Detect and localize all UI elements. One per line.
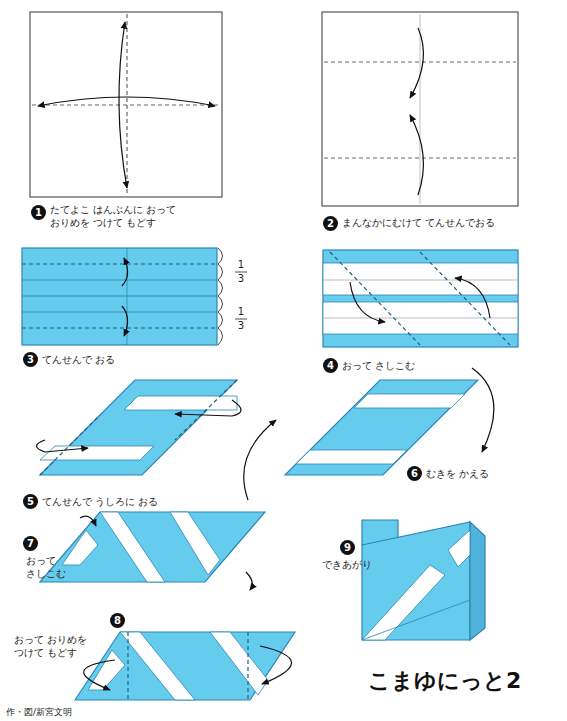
step-instruction: できあがり: [322, 558, 402, 571]
step-number: 4: [323, 358, 338, 373]
step-number: 5: [23, 494, 38, 509]
step-instruction: おって さしこむ: [26, 554, 76, 580]
step-number: 3: [23, 352, 38, 367]
credit-caption: 作・図/新宮文明: [6, 706, 72, 719]
step-number: 9: [340, 540, 355, 555]
step-number: 8: [110, 613, 125, 628]
step-instruction: てんせんで うしろに おる: [42, 495, 242, 508]
step-number: 6: [407, 466, 422, 481]
fraction-digit: 3: [236, 274, 246, 284]
step-instruction: むきを かえる: [426, 467, 526, 480]
diagram-title: こまゆにっと2: [368, 666, 521, 696]
step-instruction: おって さしこむ: [342, 359, 492, 372]
step-number: 2: [323, 216, 338, 231]
step-number: 7: [23, 536, 38, 551]
step-number: 1: [31, 205, 46, 220]
step-instruction: まんなかにむけて てんせんでおる: [342, 216, 542, 229]
fraction-digit: 1: [236, 307, 246, 317]
step-instruction: てんせんで おる: [42, 353, 192, 366]
fraction-digit: 3: [236, 321, 246, 331]
fraction-digit: 1: [236, 260, 246, 270]
step-instruction: たてよこ はんぶんに おって おりめを つけて もどす: [50, 203, 200, 229]
step-instruction: おって おりめを つけて もどす: [14, 633, 92, 659]
